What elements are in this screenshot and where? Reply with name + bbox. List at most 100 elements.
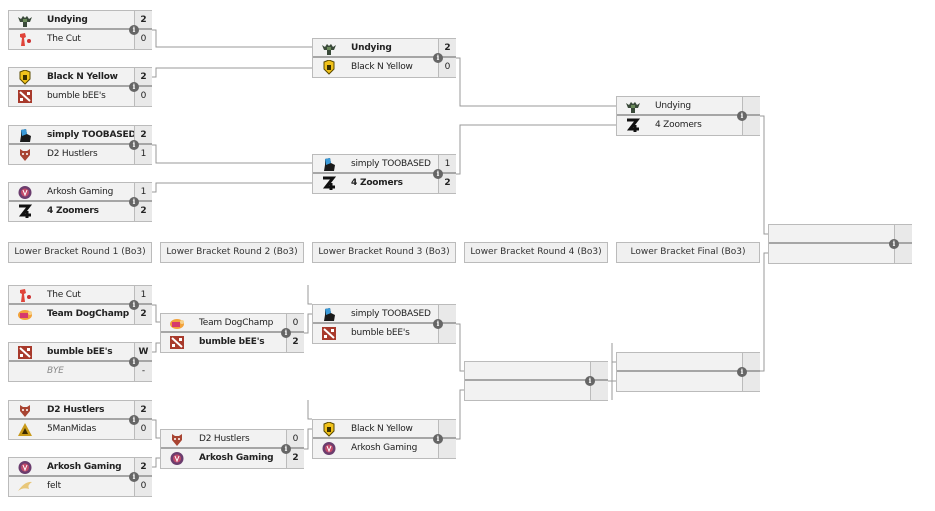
team-row[interactable] — [617, 372, 760, 391]
match-info-icon[interactable]: i — [433, 319, 443, 329]
lower-bracket-match[interactable]: i — [616, 352, 760, 392]
match-info-icon[interactable]: i — [737, 111, 747, 121]
team-score: 0 — [134, 87, 152, 106]
match-info-icon[interactable]: i — [737, 367, 747, 377]
team-score: 1 — [134, 183, 152, 200]
match-info-icon[interactable]: i — [433, 53, 443, 63]
team-row[interactable] — [465, 362, 608, 381]
dogchamp-logo-icon — [17, 307, 33, 322]
match-info-icon[interactable]: i — [129, 415, 139, 425]
team-row[interactable]: Arkosh Gaming — [313, 439, 456, 458]
team-row[interactable]: bumble bEE's — [313, 324, 456, 343]
team-score: 0 — [438, 58, 456, 77]
match-info-icon[interactable]: i — [585, 376, 595, 386]
match-info-icon[interactable]: i — [281, 328, 291, 338]
team-score: 1 — [134, 145, 152, 164]
team-name: Arkosh Gaming — [199, 453, 274, 463]
team-score — [590, 381, 608, 400]
connector — [152, 342, 160, 353]
team-name: Black N Yellow — [351, 424, 413, 434]
team-name: simply TOOBASED — [351, 309, 431, 319]
team-row[interactable]: Black N Yellow — [313, 420, 456, 439]
team-name: D2 Hustlers — [199, 434, 250, 444]
match-info-icon[interactable]: i — [129, 140, 139, 150]
team-score: 2 — [134, 11, 152, 28]
undying-logo-icon — [625, 99, 641, 114]
team-score — [742, 372, 760, 391]
empty-logo-icon — [625, 374, 641, 389]
team-row[interactable]: BYE- — [9, 362, 152, 381]
team-name: The Cut — [47, 34, 81, 44]
match-info-icon[interactable]: i — [889, 239, 899, 249]
team-score — [590, 362, 608, 379]
match-info-icon[interactable]: i — [129, 25, 139, 35]
match-info-icon[interactable]: i — [433, 434, 443, 444]
match-info-icon[interactable]: i — [129, 357, 139, 367]
lower-bracket-match[interactable]: i — [464, 361, 608, 401]
team-score: 2 — [134, 202, 152, 221]
team-row[interactable] — [769, 225, 912, 244]
team-row[interactable]: 4 Zoomers — [617, 116, 760, 135]
team-row[interactable]: 4 Zoomers 2 — [9, 202, 152, 221]
match-info-icon[interactable]: i — [129, 300, 139, 310]
team-row[interactable]: Undying — [617, 97, 760, 116]
match-info-icon[interactable]: i — [433, 169, 443, 179]
connector — [456, 323, 464, 372]
match-info-icon[interactable]: i — [129, 472, 139, 482]
team-row[interactable]: simply TOOBASED — [313, 305, 456, 324]
match-info-icon[interactable]: i — [129, 197, 139, 207]
match-info-icon[interactable]: i — [281, 444, 291, 454]
team-name: Black N Yellow — [47, 72, 118, 82]
team-row[interactable] — [769, 244, 912, 263]
connector — [152, 29, 312, 48]
team-name: 4 Zoomers — [47, 206, 99, 216]
team-name: bumble bEE's — [47, 91, 106, 101]
upper-bracket-match[interactable]: i — [768, 224, 912, 264]
team-row[interactable]: bumble bEE's 0 — [9, 87, 152, 106]
match-info-icon[interactable]: i — [129, 82, 139, 92]
team-score — [742, 353, 760, 370]
team-row[interactable] — [465, 381, 608, 400]
team-name: Undying — [351, 43, 392, 53]
connector — [456, 389, 464, 440]
dota-logo-icon — [169, 335, 185, 350]
felt-logo-icon — [17, 479, 33, 494]
team-row[interactable] — [617, 353, 760, 372]
